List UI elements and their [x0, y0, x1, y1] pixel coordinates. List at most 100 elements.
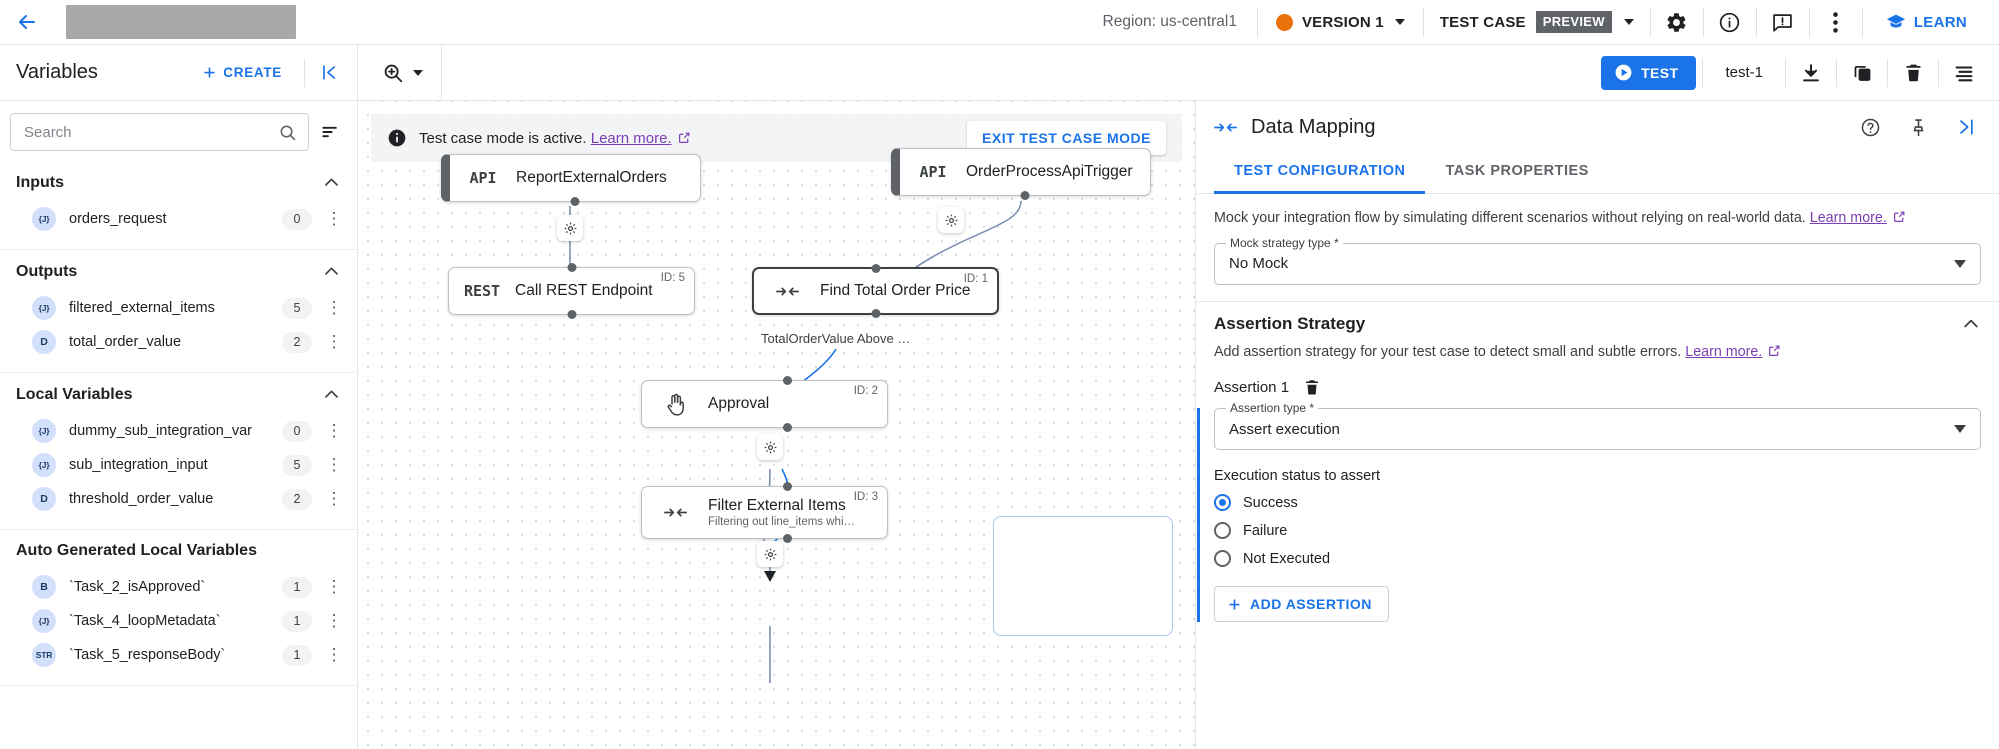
variable-overflow-menu-icon[interactable]: ⋮ [325, 455, 343, 474]
section-header-local-variables[interactable]: Local Variables [0, 373, 357, 414]
list-icon[interactable] [1939, 62, 1989, 84]
radio-success-icon[interactable] [1214, 494, 1231, 512]
gear-icon[interactable] [1651, 0, 1703, 45]
node-call-rest-endpoint[interactable]: REST Call REST Endpoint ID: 5 [448, 263, 695, 319]
radio-not-executed-icon[interactable] [1214, 550, 1231, 568]
variable-name: dummy_sub_integration_var [69, 423, 252, 439]
variable-count-badge: 2 [282, 331, 312, 353]
variable-row[interactable]: B`Task_2_isApproved`1⋮ [0, 570, 357, 604]
radio-failure-icon[interactable] [1214, 522, 1231, 540]
variable-type-badge-icon: {J} [32, 207, 56, 231]
section-header-inputs[interactable]: Inputs [0, 161, 357, 202]
tab-task-properties[interactable]: TASK PROPERTIES [1445, 163, 1589, 179]
node-output-port[interactable] [1020, 191, 1030, 200]
info-icon[interactable] [1704, 0, 1756, 45]
create-variable-button[interactable]: CREATE [190, 65, 294, 80]
variable-overflow-menu-icon[interactable]: ⋮ [325, 209, 343, 228]
mock-learn-more-link[interactable]: Learn more. [1809, 210, 1887, 226]
sort-icon[interactable] [317, 122, 343, 142]
search-input[interactable] [24, 123, 270, 141]
help-icon[interactable] [1853, 110, 1887, 144]
node-output-port[interactable] [871, 309, 880, 318]
node-filter-external-items[interactable]: Filter External Items Filtering out line… [641, 482, 888, 543]
overflow-menu-icon[interactable] [1810, 0, 1862, 45]
delete-icon[interactable] [1888, 62, 1938, 83]
variable-row[interactable]: {J}`Task_4_loopMetadata`1⋮ [0, 604, 357, 638]
search-box[interactable] [10, 113, 309, 151]
node-report-external-orders[interactable]: API ReportExternalOrders [441, 154, 701, 206]
variable-count-badge: 5 [282, 297, 312, 319]
divider [1256, 7, 1258, 37]
zoom-control[interactable] [358, 45, 442, 100]
run-test-button[interactable]: TEST [1601, 55, 1697, 90]
variable-overflow-menu-icon[interactable]: ⋮ [325, 645, 343, 664]
edge-config-gear-icon[interactable] [757, 541, 783, 567]
edge-condition-label[interactable]: TotalOrderValue Above … [754, 328, 918, 349]
variable-row[interactable]: STR`Task_5_responseBody`1⋮ [0, 638, 357, 672]
radio-option-failure[interactable]: Failure [1214, 522, 1981, 540]
banner-learn-more-link[interactable]: Learn more. [590, 129, 672, 147]
assertion-type-select[interactable]: Assertion type * Assert execution [1214, 401, 1981, 451]
node-approval[interactable]: Approval ID: 2 [641, 376, 888, 432]
pin-icon[interactable] [1901, 110, 1935, 144]
node-input-port[interactable] [871, 264, 880, 273]
radio-option-success[interactable]: Success [1214, 494, 1981, 512]
test-case-name[interactable]: test-1 [1725, 64, 1763, 81]
learn-button[interactable]: LEARN [1863, 11, 1985, 33]
node-output-port[interactable] [570, 197, 580, 206]
variable-overflow-menu-icon[interactable]: ⋮ [325, 577, 343, 596]
test-case-selector[interactable]: TEST CASE PREVIEW [1424, 11, 1650, 33]
variable-overflow-menu-icon[interactable]: ⋮ [325, 332, 343, 351]
variable-type-badge-icon: {J} [32, 609, 56, 633]
variable-overflow-menu-icon[interactable]: ⋮ [325, 611, 343, 630]
canvas-placeholder-card[interactable] [993, 516, 1173, 636]
copy-icon[interactable] [1837, 62, 1887, 83]
feedback-icon[interactable] [1757, 0, 1809, 45]
variable-overflow-menu-icon[interactable]: ⋮ [325, 298, 343, 317]
section-header-auto-generated-local-variables[interactable]: Auto Generated Local Variables [0, 530, 357, 570]
node-find-total-order-price[interactable]: Find Total Order Price ID: 1 [752, 264, 999, 318]
delete-assertion-icon[interactable] [1303, 378, 1321, 396]
variable-overflow-menu-icon[interactable]: ⋮ [325, 489, 343, 508]
edge-config-gear-icon[interactable] [557, 215, 583, 241]
add-assertion-button[interactable]: ADD ASSERTION [1214, 586, 1389, 623]
chevron-down-icon [413, 69, 423, 76]
node-input-port[interactable] [567, 263, 576, 272]
variables-panel-header: Variables CREATE [0, 45, 358, 100]
tab-test-configuration[interactable]: TEST CONFIGURATION [1214, 153, 1426, 194]
node-output-port[interactable] [567, 310, 576, 319]
test-case-label: TEST CASE [1439, 13, 1526, 31]
assertion-strategy-header[interactable]: Assertion Strategy [1196, 302, 1999, 338]
variable-count-badge: 0 [282, 208, 312, 230]
panel-body: Mock your integration flow by simulating… [1196, 194, 1999, 749]
flow-canvas[interactable]: Test case mode is active. Learn more. EX… [358, 101, 1195, 749]
collapse-right-icon[interactable] [1949, 110, 1983, 144]
assertion-learn-more-link[interactable]: Learn more. [1685, 343, 1763, 360]
collapse-left-icon[interactable] [315, 63, 343, 82]
node-input-port[interactable] [782, 376, 792, 385]
section-header-outputs[interactable]: Outputs [0, 250, 357, 291]
back-arrow-icon[interactable] [14, 9, 40, 35]
section-spacer [0, 516, 357, 529]
radio-option-not-executed[interactable]: Not Executed [1214, 550, 1981, 568]
variable-overflow-menu-icon[interactable]: ⋮ [325, 421, 343, 440]
variable-name: `Task_4_loopMetadata` [69, 613, 221, 629]
node-output-port[interactable] [782, 534, 792, 543]
mock-strategy-type-select[interactable]: Mock strategy type * No Mock [1214, 235, 1981, 285]
edge-config-gear-icon[interactable] [757, 434, 783, 460]
node-order-process-api-trigger[interactable]: API OrderProcessApiTrigger [891, 148, 1151, 200]
version-selector[interactable]: VERSION 1 [1258, 13, 1423, 31]
download-icon[interactable] [1786, 62, 1836, 84]
edge-config-gear-icon[interactable] [938, 207, 964, 233]
node-input-port[interactable] [782, 482, 792, 491]
divider [1808, 7, 1810, 37]
assertion-strategy-title: Assertion Strategy [1214, 313, 1366, 333]
node-output-port[interactable] [782, 423, 792, 432]
